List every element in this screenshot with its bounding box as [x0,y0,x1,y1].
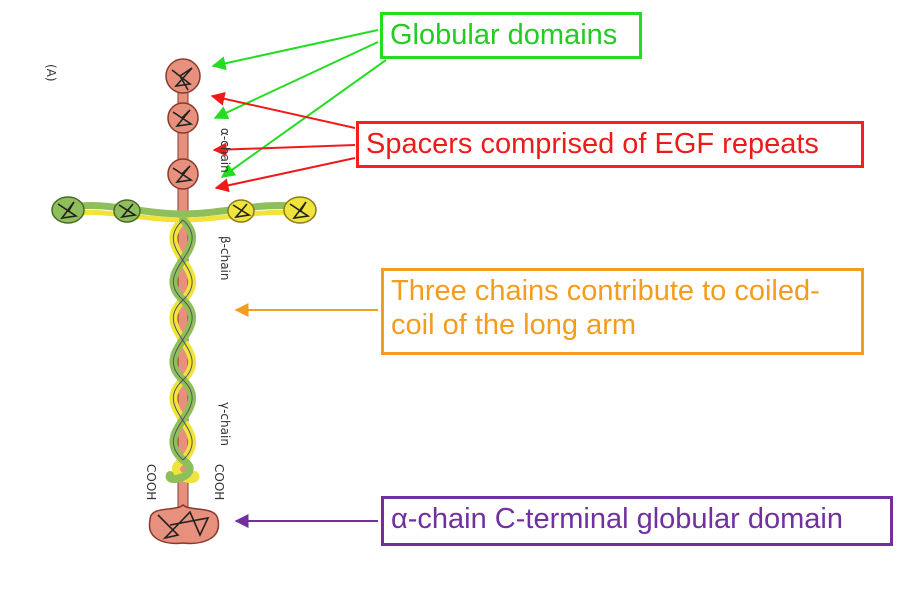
coiled-coil [165,216,200,483]
c-terminal-domain [148,504,220,545]
coiled-coil-callout: Three chains contribute to coiled-coil o… [381,268,864,355]
spacer-arrows [210,91,356,193]
globular-domains-callout: Globular domains [380,12,642,59]
alpha-chain-label: α-chain [218,128,232,173]
gamma-chain-label: γ-chain [218,402,232,446]
cooh-right-label: COOH [212,464,226,501]
spacers-callout: Spacers comprised of EGF repeats [356,121,864,168]
panel-label: (A) [44,64,58,82]
arm-globular-domains [51,196,317,224]
c-terminal-callout: α-chain C-terminal globular domain [381,496,893,546]
cooh-left-label: COOH [144,464,158,501]
beta-chain-label: β-chain [218,236,232,281]
globular-arrows [211,29,387,178]
alpha-globular-domains [165,58,201,190]
